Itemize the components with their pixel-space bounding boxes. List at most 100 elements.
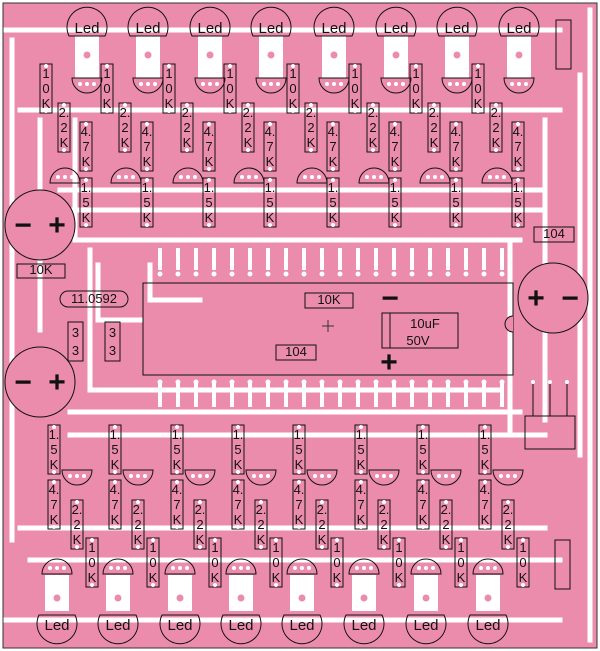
- pad: [359, 525, 363, 529]
- pad: [524, 82, 528, 86]
- pad: [444, 500, 448, 504]
- pad: [516, 167, 520, 171]
- resistor-label: K: [205, 210, 214, 225]
- pad: [213, 538, 217, 542]
- pad: [136, 500, 140, 504]
- resistor-label: K: [452, 154, 461, 169]
- resistor-label: 1.: [356, 427, 367, 442]
- resistor-label: 7: [173, 497, 180, 512]
- polarity-mark: +: [48, 366, 66, 399]
- pad: [186, 175, 190, 179]
- led-outline: [375, 6, 417, 37]
- resistor-label: K: [73, 532, 82, 547]
- led-label: Led: [506, 20, 531, 37]
- top-led-1: Led: [66, 6, 108, 37]
- ic-pin: [337, 271, 343, 277]
- resistor-label: K: [329, 154, 338, 169]
- pad: [432, 148, 436, 152]
- pad: [56, 175, 60, 179]
- resistor-label: K: [272, 570, 281, 585]
- resistor-label: 7: [419, 497, 426, 512]
- resistor-label: 4.: [418, 482, 429, 497]
- pad: [44, 109, 48, 113]
- pad: [55, 566, 59, 570]
- ic-pin: [481, 379, 487, 385]
- pad: [62, 148, 66, 152]
- pad: [459, 538, 463, 542]
- pad: [454, 167, 458, 171]
- resistor-label: 7: [82, 139, 89, 154]
- resistor-label: K: [333, 570, 342, 585]
- top-led-5: Led: [313, 6, 355, 37]
- pad: [52, 525, 56, 529]
- resistor-label: 1.: [172, 427, 183, 442]
- pad: [167, 64, 171, 68]
- via: [484, 594, 492, 602]
- via: [298, 594, 306, 602]
- pad: [113, 480, 117, 484]
- pad: [185, 148, 189, 152]
- ic-pin: [409, 379, 415, 385]
- resistor-label: 2: [60, 120, 67, 135]
- resistor-label: 2.: [379, 502, 390, 517]
- led-outline: [36, 614, 78, 645]
- resistor-label: K: [111, 512, 120, 527]
- resistor-label: 7: [391, 139, 398, 154]
- resistor-label: K: [50, 457, 59, 472]
- pad: [382, 474, 386, 478]
- ic-pin: [337, 379, 343, 385]
- pad: [44, 64, 48, 68]
- resistor-10k-pullup-outline: [304, 292, 354, 309]
- pad: [297, 425, 301, 429]
- pad: [486, 566, 490, 570]
- pad: [274, 583, 278, 587]
- bottom-driver-transistor: [472, 558, 504, 575]
- pad: [365, 175, 369, 179]
- connector-bottom: [554, 539, 571, 590]
- resistor-label: 5: [419, 442, 426, 457]
- resistor-label: 2: [257, 517, 264, 532]
- ic-pin: [211, 271, 217, 277]
- pad: [531, 380, 535, 384]
- resistor-label: 2: [73, 517, 80, 532]
- transistor-outline: [71, 77, 103, 94]
- electrolytic-capacitor-right: +−: [517, 262, 589, 334]
- resistor-1k5: 1.5K: [478, 424, 492, 475]
- resistor-1k5: 1.5K: [388, 177, 402, 228]
- pad: [389, 474, 393, 478]
- pad: [276, 82, 280, 86]
- pad: [417, 566, 421, 570]
- resistor-label: K: [474, 96, 483, 111]
- pad: [167, 109, 171, 113]
- resistor-label: 2: [318, 517, 325, 532]
- connector-top: [555, 19, 572, 70]
- resistor-10k: 10K: [348, 63, 362, 114]
- led-pad-trace: [45, 575, 69, 611]
- pad: [75, 500, 79, 504]
- led-label: Led: [413, 617, 438, 634]
- resistor-label: K: [481, 512, 490, 527]
- crystal-oscillator: 11.0592: [59, 290, 129, 308]
- resistor-label: K: [452, 210, 461, 225]
- pad: [207, 223, 211, 227]
- crystal-oscillator-outline: [59, 290, 129, 308]
- resistor-label: 4.: [451, 124, 462, 139]
- pad: [476, 109, 480, 113]
- resistor-10k: 10K: [162, 63, 176, 114]
- resistor-label: 0: [519, 555, 526, 570]
- pad: [269, 82, 273, 86]
- resistor-label: 0: [474, 81, 481, 96]
- resistor-label: K: [173, 457, 182, 472]
- bottom-led-1: Led: [36, 614, 78, 645]
- resistor-label: 1: [395, 540, 402, 555]
- pad: [274, 538, 278, 542]
- resistor-10k: 10K: [471, 63, 485, 114]
- resistor-1k5: 1.5K: [511, 177, 525, 228]
- resistor-label: 2: [134, 517, 141, 532]
- resistor-2k2: 2.2K: [118, 102, 132, 153]
- resistor-label: 1.: [265, 180, 276, 195]
- resistor-1k5: 1.5K: [354, 424, 368, 475]
- pad: [379, 175, 383, 179]
- pad: [393, 122, 397, 126]
